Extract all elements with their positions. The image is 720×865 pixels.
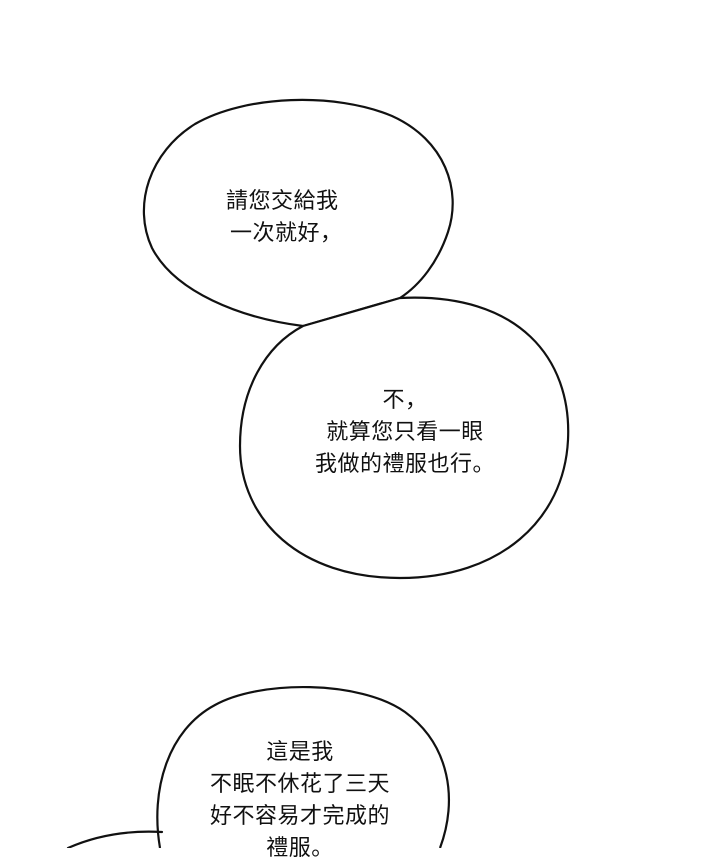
- bubble-2-text: 不， 就算您只看一眼 我做的禮服也行。: [300, 385, 510, 481]
- bubble-1-text: 請您交給我 一次就好，: [226, 186, 343, 250]
- speech-bubble-3: [156, 685, 451, 848]
- speech-bubble-2: [238, 296, 570, 580]
- bubble-3-line: 不眠不休花了三天: [209, 772, 390, 797]
- speech-bubble-1: [142, 98, 454, 328]
- bubble-1-line: 請您交給我: [226, 189, 339, 214]
- bubble-3-text: 這是我 不眠不休花了三天 好不容易才完成的 禮服。: [185, 737, 415, 865]
- bubble-2-line: 就算您只看一眼: [326, 420, 484, 445]
- bubble-1-line: 一次就好，: [230, 221, 343, 246]
- bubble-2-line: 不，: [382, 388, 428, 413]
- bubble-3-line: 這是我: [266, 740, 334, 765]
- bubble-3-line: 好不容易才完成的: [209, 804, 390, 829]
- speech-bubble-4-partial: [66, 830, 164, 848]
- bubble-3-line: 禮服。: [266, 836, 334, 861]
- bubble-2-line: 我做的禮服也行。: [314, 452, 495, 477]
